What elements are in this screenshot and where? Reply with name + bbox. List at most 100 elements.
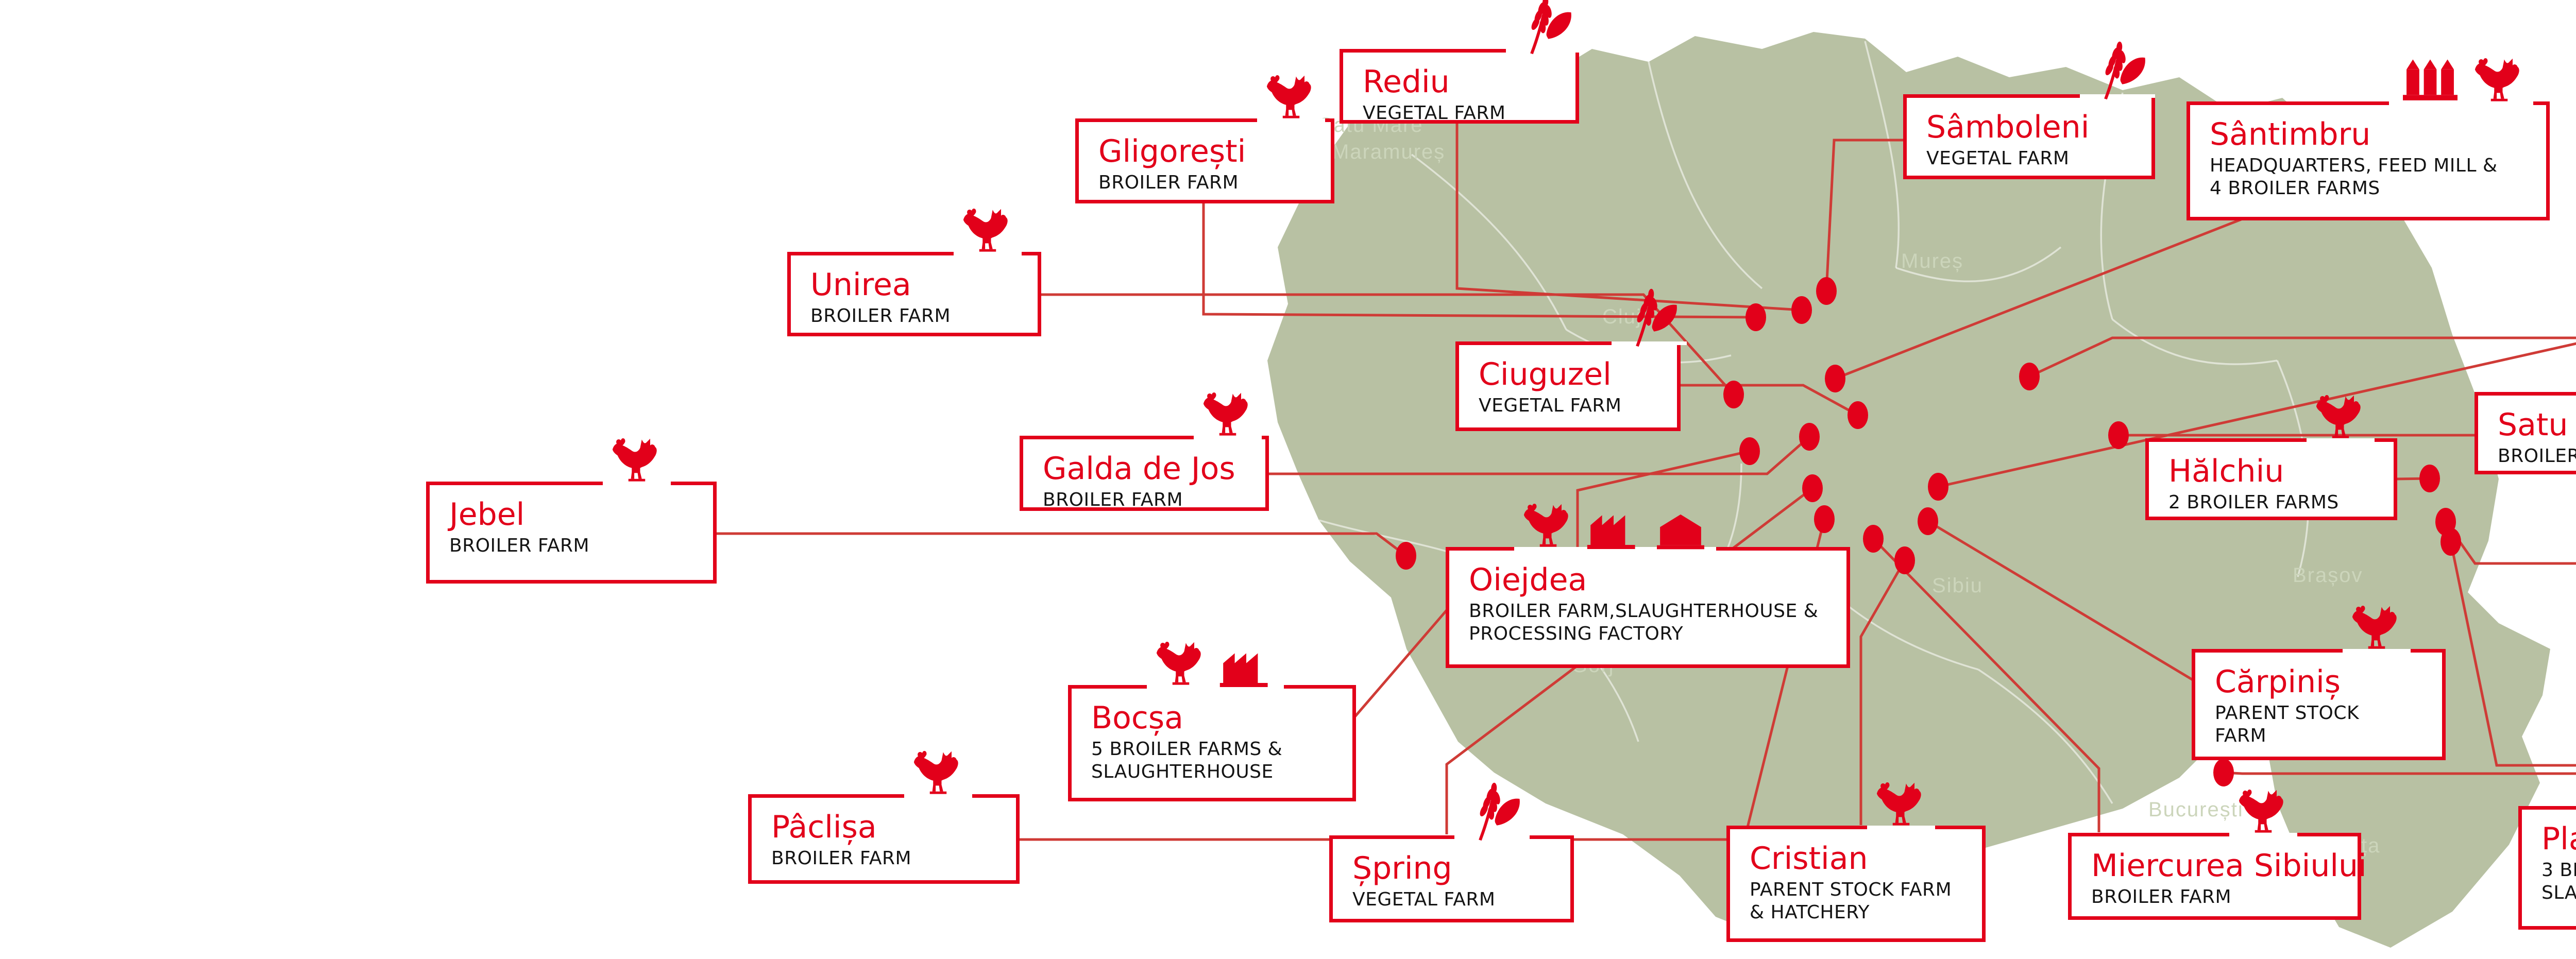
feed-mill-icon bbox=[2396, 53, 2464, 110]
location-title: Gligorești bbox=[1098, 133, 1246, 169]
connector-cristuru bbox=[2028, 336, 2576, 378]
border-notch bbox=[2343, 649, 2411, 653]
county-label-sibiu: Sibiu bbox=[1932, 574, 1983, 597]
location-subtitle: BROILER FARM bbox=[810, 305, 1027, 328]
location-subtitle: 5 BROILER FARMS &SLAUGHTERHOUSE bbox=[1091, 738, 1342, 783]
map-dot-oiejdea bbox=[1739, 437, 1760, 465]
map-dot-cristuru bbox=[2019, 363, 2040, 390]
map-dot-galda bbox=[1799, 423, 1820, 451]
border-notch bbox=[1194, 436, 1262, 439]
location-subtitle: BROILER FARM bbox=[2498, 445, 2576, 468]
map-dot-platforma bbox=[2213, 759, 2234, 786]
county-border-line bbox=[1411, 153, 1567, 330]
icon-group bbox=[911, 746, 965, 803]
icon-group bbox=[610, 433, 664, 490]
border-notch bbox=[2307, 438, 2375, 442]
icon-group bbox=[1201, 387, 1255, 444]
border-notch bbox=[1147, 685, 1284, 689]
icon-group bbox=[2396, 53, 2526, 110]
location-subtitle: VEGETAL FARM bbox=[1479, 395, 1667, 417]
border-notch bbox=[1506, 49, 1581, 53]
location-subtitle-line: SLAUGHTERHOUSE bbox=[2541, 882, 2576, 904]
chicken-icon bbox=[1154, 637, 1208, 694]
connector-miercurea bbox=[1872, 538, 2100, 832]
county-border-line bbox=[2111, 318, 2278, 365]
location-title: Pâclișa bbox=[771, 809, 877, 845]
chicken-icon bbox=[2350, 601, 2403, 658]
connector-santimbru bbox=[1835, 218, 2242, 380]
location-card-satunou: Satu NouBROILER FARM bbox=[2475, 392, 2576, 474]
icon-group bbox=[2087, 40, 2148, 103]
connector-rediu bbox=[1455, 121, 1802, 312]
location-title: Jebel bbox=[449, 496, 525, 533]
location-title: Șpring bbox=[1352, 850, 1452, 886]
icon-group bbox=[2314, 390, 2367, 447]
wheat-icon bbox=[1513, 0, 1574, 58]
county-border-line bbox=[1895, 246, 2062, 283]
chicken-icon bbox=[911, 746, 965, 803]
location-subtitle: VEGETAL FARM bbox=[1363, 102, 1565, 125]
border-notch bbox=[603, 482, 671, 485]
chicken-icon bbox=[1201, 387, 1255, 444]
border-notch bbox=[954, 252, 1022, 255]
location-subtitle-line: BROILER FARM bbox=[1043, 489, 1183, 511]
icon-group bbox=[1874, 777, 1928, 834]
county-label-maramureș: Maramureș bbox=[1332, 141, 1445, 163]
location-subtitle-line: VEGETAL FARM bbox=[1926, 148, 2070, 169]
location-subtitle: BROILER FARM,SLAUGHTERHOUSE &PROCESSING … bbox=[1469, 600, 1836, 645]
connector-unirea bbox=[1040, 293, 1735, 396]
connector-ciuguzel bbox=[1680, 384, 1859, 417]
location-subtitle: HEADQUARTERS, FEED MILL &4 BROILER FARMS bbox=[2210, 155, 2536, 200]
location-subtitle: BROILER FARM bbox=[771, 847, 1006, 870]
map-dot-codlea bbox=[2441, 528, 2461, 556]
icon-group bbox=[1513, 0, 1574, 58]
connector-oiejdea bbox=[1576, 450, 1750, 547]
border-notch bbox=[1612, 341, 1687, 345]
map-dot-carpinis bbox=[1918, 507, 1938, 535]
border-notch bbox=[1257, 118, 1325, 122]
connector-galda bbox=[1268, 436, 1810, 475]
border-notch bbox=[904, 794, 972, 798]
county-label-mureș: Mureș bbox=[1901, 250, 1963, 272]
map-dot-satunou bbox=[2108, 421, 2129, 449]
chicken-icon bbox=[2314, 390, 2367, 447]
map-dot-halchiu bbox=[2419, 465, 2440, 492]
location-title: Rediu bbox=[1363, 64, 1450, 100]
location-title: Sântimbru bbox=[2210, 116, 2371, 152]
location-subtitle-line: PARENT STOCK bbox=[2215, 703, 2360, 724]
location-subtitle: BROILER FARM bbox=[449, 535, 703, 557]
county-border-line bbox=[1864, 41, 1900, 268]
connector-jebel bbox=[716, 532, 1407, 557]
location-subtitle: BROILER FARM bbox=[1098, 172, 1320, 194]
map-dot-spring bbox=[1802, 474, 1823, 502]
map-dot-gligoresti bbox=[1745, 303, 1766, 331]
border-notch bbox=[2229, 833, 2297, 836]
connector-codlea bbox=[2449, 541, 2576, 767]
location-title: Miercurea Sibiului bbox=[2091, 848, 2367, 884]
chicken-icon bbox=[2472, 53, 2526, 110]
location-subtitle: VEGETAL FARM bbox=[1926, 147, 2141, 170]
location-subtitle-line: BROILER FARM bbox=[1098, 172, 1239, 194]
location-subtitle-line: VEGETAL FARM bbox=[1363, 102, 1506, 124]
location-subtitle: PARENT STOCK FARM& HATCHERY bbox=[1750, 879, 1972, 924]
location-subtitle: BROILER FARM bbox=[1043, 489, 1255, 511]
border-notch bbox=[2389, 101, 2533, 105]
location-subtitle-line: VEGETAL FARM bbox=[1479, 395, 1622, 417]
map-dot-unirea bbox=[1723, 381, 1744, 408]
map-dot-cristian bbox=[1894, 546, 1915, 574]
map-dot-rediu bbox=[1791, 296, 1812, 324]
location-subtitle-line: 4 BROILER FARMS bbox=[2210, 178, 2380, 199]
location-title: Oiejdea bbox=[1469, 562, 1587, 598]
map-dot-medias bbox=[1928, 473, 1948, 501]
border-notch bbox=[2080, 94, 2155, 98]
